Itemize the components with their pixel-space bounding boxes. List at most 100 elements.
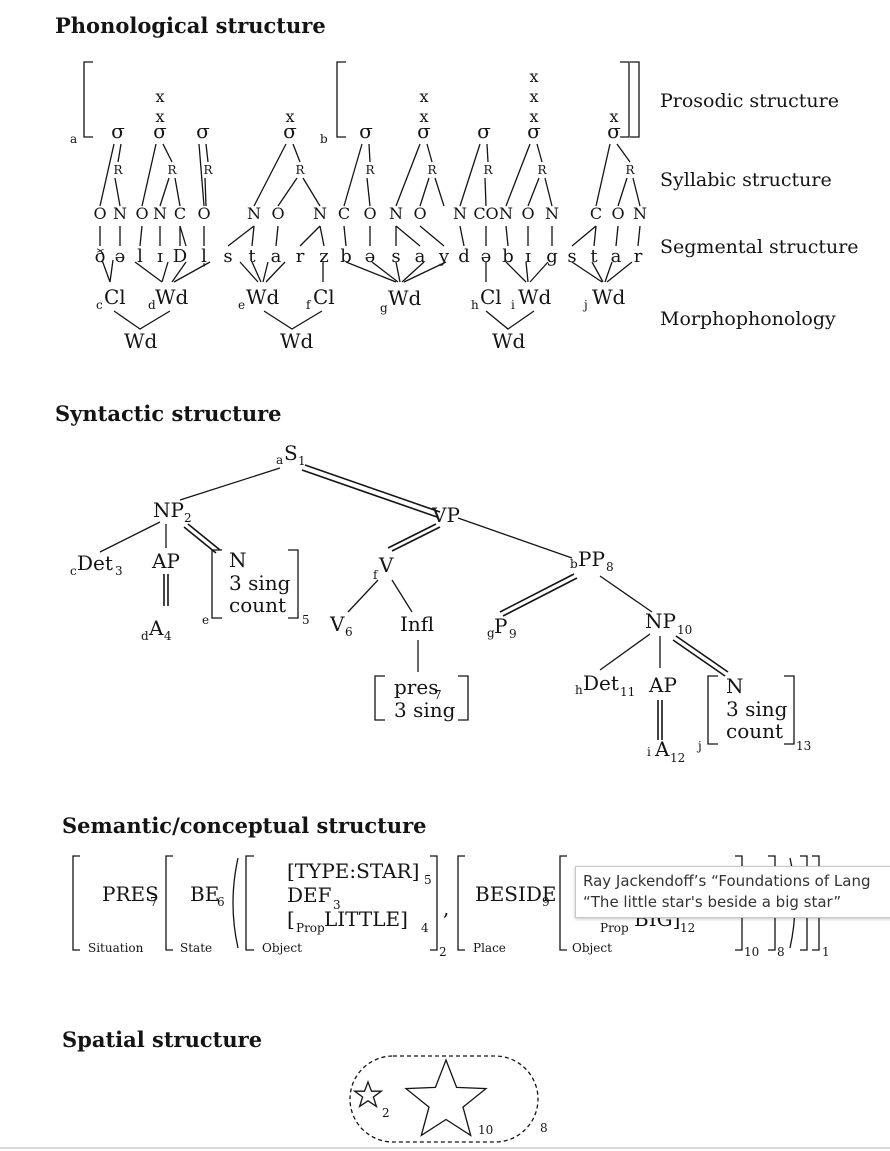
rhyme-nucleus-link xyxy=(484,177,487,207)
segment: ɪ xyxy=(157,246,163,267)
n13-bracket-open xyxy=(707,675,718,745)
onc-node: O xyxy=(197,204,210,223)
morph-cl-1: Cl xyxy=(104,285,126,309)
onc-segment-link xyxy=(571,225,597,247)
segment: y xyxy=(438,246,450,267)
rhyme-coda-link xyxy=(302,177,321,207)
sigma-rhyme-link xyxy=(162,143,173,163)
morph-sub-i: i xyxy=(511,298,515,312)
syllable-node: σ xyxy=(527,119,541,143)
morph-sub-c: c xyxy=(96,298,103,312)
segment: t xyxy=(248,246,256,267)
onc-segment-link xyxy=(139,225,143,247)
sem-big-idx: 12 xyxy=(680,921,695,935)
node-pres: pres xyxy=(394,675,438,699)
node-n13: N xyxy=(726,674,744,698)
onc-node: O xyxy=(611,204,624,223)
tier-label-segmental: Segmental structure xyxy=(660,236,859,258)
sem-obj-idx: 2 xyxy=(439,945,447,959)
sem-prop: Prop xyxy=(296,921,325,935)
wd-link-1 xyxy=(134,261,211,283)
rhyme-node: R xyxy=(203,163,213,177)
rhyme-node: R xyxy=(537,163,547,177)
rhyme-node: R xyxy=(365,163,375,177)
edge-np10-n xyxy=(672,635,729,677)
node-pp: PP xyxy=(578,547,605,571)
bottom-divider xyxy=(0,1147,890,1149)
syllable-node: σ xyxy=(111,119,125,143)
group-outline xyxy=(349,1055,539,1143)
node-v6: V xyxy=(329,612,345,636)
morph-sub-g: g xyxy=(380,301,388,315)
node-infl: Infl xyxy=(400,612,434,636)
morph-wd-5: Wd xyxy=(592,285,626,309)
node-s: S xyxy=(284,441,298,465)
n-feature-count: count xyxy=(229,593,286,617)
edge-pp-np xyxy=(599,575,653,613)
morph-cl-3: Cl xyxy=(480,285,502,309)
rhyme-nucleus-link xyxy=(204,177,207,207)
segment: D xyxy=(173,246,187,267)
rhyme-node: R xyxy=(167,163,177,177)
segment: s xyxy=(391,246,400,267)
grid-mark: x xyxy=(419,107,428,126)
tooltip-line-2: “The little star's beside a big star” xyxy=(583,893,842,911)
syllable-node: σ xyxy=(153,119,167,143)
sem-bracket-object-close xyxy=(430,855,438,951)
sem-def-idx: 3 xyxy=(333,898,341,912)
sem-be: BE xyxy=(190,882,219,906)
sem-star-idx: 5 xyxy=(424,873,432,887)
segment: a xyxy=(611,246,622,267)
sem-bracket-object2 xyxy=(559,855,567,951)
tooltip-line-1: Ray Jackendoff’s “Foundations of Lang xyxy=(583,872,871,890)
sigma-onset-link xyxy=(395,143,421,207)
node-a12: A xyxy=(654,737,670,761)
morph-wd-top-2: Wd xyxy=(280,329,314,353)
a-idx: 4 xyxy=(164,629,172,643)
n13-sub: j xyxy=(696,739,702,753)
rhyme-nucleus-link xyxy=(159,177,170,207)
n13-feature-count: count xyxy=(726,719,783,743)
sem-bracket-state xyxy=(165,855,173,951)
onc-node: O xyxy=(271,204,284,223)
sem-place: Place xyxy=(473,941,506,955)
sem-pres-idx: 7 xyxy=(150,895,158,909)
sigma-onset-link xyxy=(198,143,205,207)
node-ap2: AP xyxy=(648,673,677,697)
s-sub: a xyxy=(276,453,283,467)
pres-feature-sing: 3 sing xyxy=(394,698,456,722)
group-idx: 8 xyxy=(540,1121,548,1135)
morph-sub-d: d xyxy=(148,298,156,312)
edge-np-n xyxy=(183,523,221,554)
segment: b xyxy=(340,246,352,267)
bracket-a-close xyxy=(630,61,640,138)
segment: s xyxy=(567,246,576,267)
segment: ð xyxy=(95,246,106,267)
sem-bracket-object xyxy=(245,855,254,951)
onc-node: N xyxy=(247,204,261,223)
det-idx: 3 xyxy=(115,564,123,578)
edge-v-infl xyxy=(391,579,413,613)
big-star-icon xyxy=(404,1058,488,1137)
segment: t xyxy=(590,246,598,267)
syllable-node: σ xyxy=(417,119,431,143)
morph-sub-h: h xyxy=(471,298,479,312)
onc-node: N xyxy=(389,204,403,223)
edge-v-v6 xyxy=(347,579,379,613)
n-bracket-open xyxy=(211,549,222,619)
onc-node: O xyxy=(363,204,376,223)
morph-wd-top-1: Wd xyxy=(124,329,158,353)
segment: ə xyxy=(115,246,126,267)
edge-np10-det xyxy=(599,633,651,671)
syllable-node: σ xyxy=(359,119,373,143)
segment: b xyxy=(502,246,514,267)
node-det: Det xyxy=(77,551,113,575)
sem-idx-8: 8 xyxy=(777,945,785,959)
heading-semantic: Semantic/conceptual structure xyxy=(62,813,427,838)
node-a: A xyxy=(148,616,164,640)
heading-spatial: Spatial structure xyxy=(62,1027,262,1052)
segment: ə xyxy=(365,246,376,267)
sem-idx-1: 1 xyxy=(822,945,830,959)
